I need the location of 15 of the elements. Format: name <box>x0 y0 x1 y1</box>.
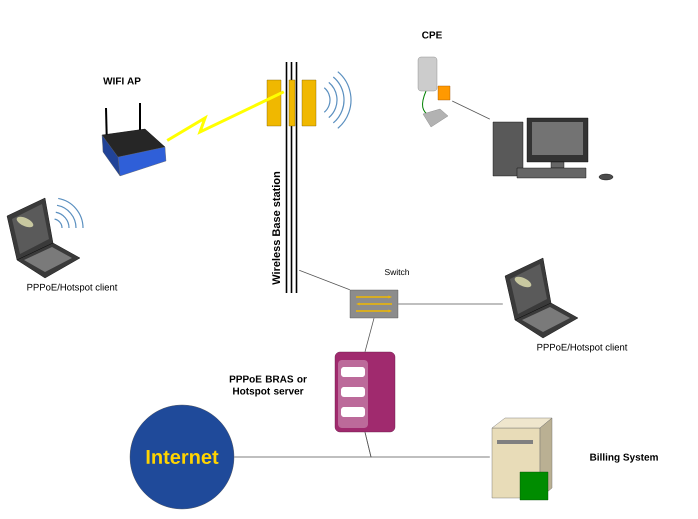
cable-line <box>452 100 490 120</box>
cable-line <box>298 270 350 290</box>
device-label: Wireless Base station <box>272 172 280 285</box>
computer-drawing <box>492 118 614 180</box>
device-label: Billing System <box>590 453 658 463</box>
cable-line <box>364 318 374 352</box>
globe: Internet <box>130 404 234 510</box>
device-label: PPPoE/Hotspot client <box>27 284 118 292</box>
device-label: WIFI AP <box>103 78 141 84</box>
device-label: PPPoE/Hotspot client <box>537 344 628 352</box>
device-label: Switch <box>384 268 409 276</box>
cable-line <box>364 432 490 458</box>
device-label: CPE <box>422 31 442 39</box>
device-label: PPPoE BRAS or Hotspot server <box>230 375 307 397</box>
lightning-link <box>166 90 284 142</box>
